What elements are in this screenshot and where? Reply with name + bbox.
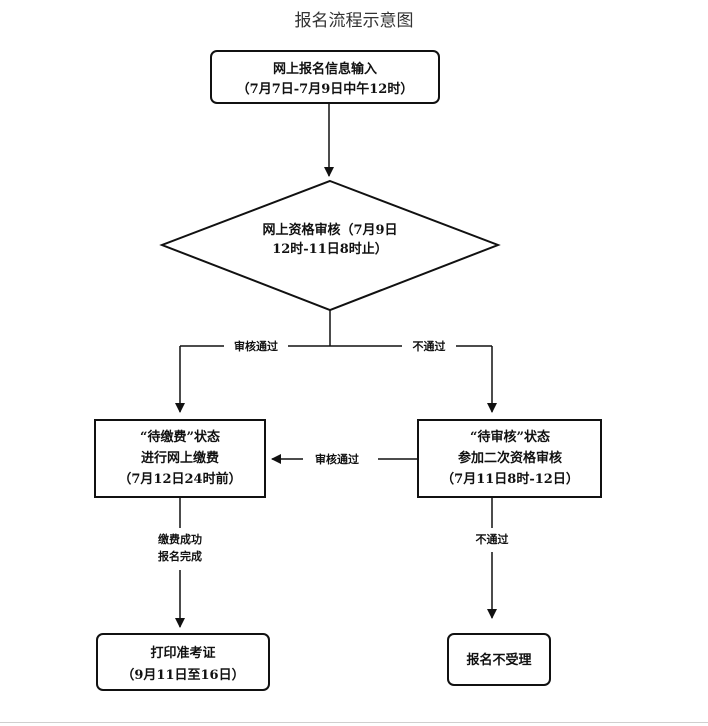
online-qualification-review-node: 网上资格审核（7月9日 12时-11日8时止） — [159, 179, 501, 312]
pending-review-dates: （7月11日8时-12日） — [441, 471, 579, 487]
edge-label-second-review-failed: 不通过 — [476, 532, 509, 546]
print-ticket-dates: （9月11日至16日） — [121, 667, 244, 683]
pending-payment-node: “待缴费”状态 进行网上缴费 （7月12日24时前） — [94, 419, 266, 498]
qualification-review-title: 网上资格审核（7月9日 — [262, 222, 397, 238]
pending-payment-action: 进行网上缴费 — [141, 450, 219, 466]
online-registration-node: 网上报名信息输入 （7月7日-7月9日中午12时） — [210, 50, 440, 104]
bottom-divider — [0, 722, 708, 723]
edge-label-registration-complete: 报名完成 — [158, 549, 202, 563]
print-admission-ticket-node: 打印准考证 （9月11日至16日） — [96, 633, 270, 691]
edge-label-review-failed: 不通过 — [413, 339, 446, 353]
qualification-review-dates: 12时-11日8时止） — [272, 241, 388, 257]
registration-rejected-node: 报名不受理 — [447, 633, 551, 686]
online-registration-title: 网上报名信息输入 — [273, 61, 377, 77]
edge-label-second-review-passed: 审核通过 — [315, 452, 359, 466]
registration-rejected-label: 报名不受理 — [466, 652, 531, 668]
pending-review-status: “待审核”状态 — [470, 429, 550, 445]
page-title: 报名流程示意图 — [294, 11, 414, 31]
pending-review-action: 参加二次资格审核 — [458, 450, 562, 466]
pending-payment-status: “待缴费”状态 — [140, 429, 220, 445]
online-registration-dates: （7月7日-7月9日中午12时） — [237, 81, 414, 97]
pending-review-node: “待审核”状态 参加二次资格审核 （7月11日8时-12日） — [417, 419, 602, 498]
edge-label-payment-success: 缴费成功 — [158, 532, 202, 546]
pending-payment-deadline: （7月12日24时前） — [118, 471, 241, 487]
edge-label-review-passed: 审核通过 — [234, 339, 278, 353]
print-ticket-title: 打印准考证 — [150, 645, 215, 661]
